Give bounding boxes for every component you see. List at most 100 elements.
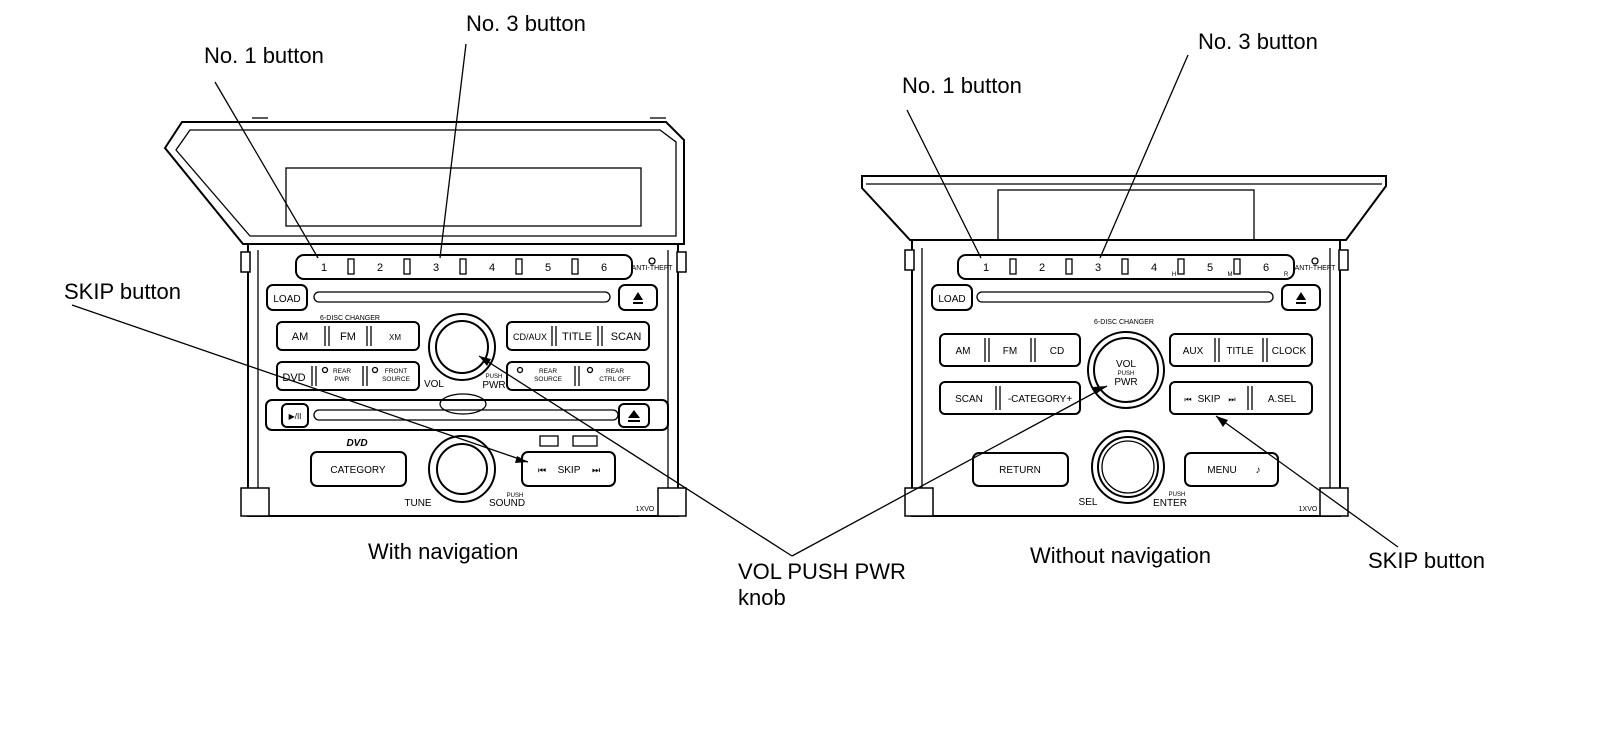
dvd-logo: DVD (346, 438, 367, 449)
preset-2-button[interactable]: 2 (1039, 262, 1045, 274)
am-button[interactable]: AM (956, 346, 971, 357)
preset-mark-r: R (1284, 272, 1289, 278)
front-source-label-2[interactable]: SOURCE (382, 376, 410, 383)
rear-button-group (506, 361, 650, 391)
title-button[interactable]: TITLE (562, 331, 592, 343)
rear-ctrl-label-1[interactable]: REAR (606, 368, 624, 375)
xm-button[interactable]: XM (389, 333, 401, 342)
faceplate-without-navigation (911, 239, 1341, 517)
dvd-slot-panel (265, 399, 669, 431)
preset-6-button[interactable]: 6 (1263, 262, 1269, 274)
dvd-button[interactable]: DVD (282, 372, 305, 384)
fm-button[interactable]: FM (340, 331, 356, 343)
eject-button[interactable] (1281, 284, 1321, 311)
preset-1-button[interactable]: 1 (983, 262, 989, 274)
preset-mark-h: H (1172, 272, 1176, 278)
leader-right-skip (1215, 415, 1399, 548)
front-source-label-1[interactable]: FRONT (385, 368, 407, 375)
preset-mark-m: M (1228, 272, 1233, 278)
skip-back-icon: ⏮ (538, 465, 546, 475)
preset-divider (515, 258, 523, 275)
preset-5-button[interactable]: 5 (545, 262, 551, 274)
caption-with-navigation: With navigation (368, 539, 519, 564)
music-note-icon: ♪ (1256, 465, 1261, 476)
am-button[interactable]: AM (292, 331, 309, 343)
rear-pwr-label-2[interactable]: PWR (334, 376, 349, 383)
skip-button[interactable] (521, 451, 616, 487)
callout-right-no1: No. 1 button (902, 73, 1022, 98)
load-button[interactable] (266, 284, 308, 311)
sel-label: SEL (1079, 497, 1098, 508)
callout-left-no3: No. 3 button (466, 11, 586, 36)
preset-3-button[interactable]: 3 (433, 262, 439, 274)
caption-without-navigation: Without navigation (1030, 543, 1211, 568)
nav-screen-housing (163, 121, 685, 245)
preset-divider (459, 258, 467, 275)
scan-button[interactable]: SCAN (955, 394, 983, 405)
nav-display-window (285, 167, 642, 227)
tune-knob[interactable] (428, 435, 496, 503)
preset-6-button[interactable]: 6 (601, 262, 607, 274)
preset-5-button[interactable]: 5 (1207, 262, 1213, 274)
title-button[interactable]: TITLE (1226, 346, 1254, 357)
a-sel-button[interactable]: A.SEL (1268, 394, 1297, 405)
cd-slot (313, 291, 611, 303)
skip-forward-icon: ⏭ (1228, 395, 1235, 404)
menu-button[interactable] (1184, 452, 1279, 487)
preset-1-button[interactable]: 1 (321, 262, 327, 274)
vol-push-pwr-knob[interactable] (1087, 331, 1165, 409)
category-button[interactable]: -CATEGORY+ (1008, 394, 1073, 405)
load-button-label: LOAD (273, 294, 300, 305)
media-button-group (1169, 333, 1313, 367)
rear-source-label-2[interactable]: SOURCE (534, 376, 562, 383)
model-code: 1XVO (636, 506, 655, 513)
preset-4-button[interactable]: 4 (489, 262, 495, 274)
pwr-label: PWR (482, 380, 505, 391)
eject-button[interactable] (618, 284, 658, 311)
push-label: PUSH (1169, 492, 1186, 498)
load-button-label: LOAD (938, 294, 965, 305)
vol-push-pwr-knob[interactable] (428, 313, 496, 381)
changer-label: 6-DISC CHANGER (320, 315, 380, 322)
callout-left-skip: SKIP button (64, 279, 182, 304)
leader-right-no3 (1099, 54, 1189, 259)
preset-3-button[interactable]: 3 (1095, 262, 1101, 274)
dolby-logo (572, 435, 598, 447)
load-button[interactable] (931, 284, 973, 311)
preset-4-button[interactable]: 4 (1151, 262, 1157, 274)
leader-right-no1 (906, 109, 982, 259)
vol-label: VOL (424, 379, 444, 390)
preset-2-button[interactable]: 2 (377, 262, 383, 274)
leader-lines (71, 43, 1399, 557)
category-button[interactable] (310, 451, 407, 487)
cd-button[interactable]: CD (1050, 346, 1064, 357)
preset-divider (1177, 258, 1185, 275)
rear-pwr-label-1[interactable]: REAR (333, 368, 351, 375)
top-housing (861, 175, 1387, 241)
scan-button[interactable]: SCAN (611, 331, 642, 343)
return-button[interactable] (972, 452, 1069, 487)
tune-label: TUNE (404, 498, 432, 509)
play-pause-button[interactable] (281, 403, 309, 428)
rear-source-label-1[interactable]: REAR (539, 368, 557, 375)
sound-label: SOUND (489, 498, 525, 509)
fm-button[interactable]: FM (1003, 346, 1017, 357)
source-button-group (939, 333, 1081, 367)
cd-aux-button[interactable]: CD/AUX (513, 332, 547, 342)
clock-button[interactable]: CLOCK (1272, 346, 1307, 357)
rear-ctrl-label-2[interactable]: CTRL OFF (599, 376, 631, 383)
preset-divider (347, 258, 355, 275)
callout-vol-line1: VOL PUSH PWR (738, 559, 906, 584)
skip-button[interactable]: SKIP (1198, 394, 1221, 405)
arrowhead-icon (479, 356, 491, 366)
cd-slot (976, 291, 1274, 303)
arrowhead-icon (1093, 386, 1107, 394)
callout-vol-line2: knob (738, 585, 786, 610)
return-button-label: RETURN (999, 465, 1041, 476)
preset-divider (571, 258, 579, 275)
sel-enter-knob[interactable] (1091, 430, 1165, 504)
dvd-eject-button[interactable] (618, 403, 650, 428)
faceplate-with-navigation (247, 243, 679, 517)
aux-button[interactable]: AUX (1183, 346, 1204, 357)
